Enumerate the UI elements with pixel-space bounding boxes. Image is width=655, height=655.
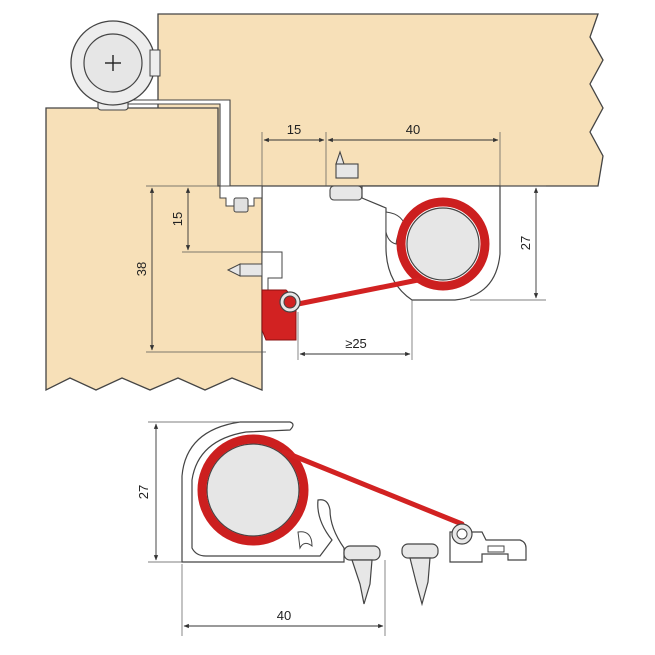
dim-min-gap: ≥25 (345, 336, 367, 351)
dim-profile-width: 40 (406, 122, 420, 137)
bottom-seal-cord (281, 449, 465, 527)
dim-profile-height-top: 27 (518, 236, 533, 250)
screw-cross-icon (105, 55, 121, 71)
bottom-clip-eye-inner (456, 528, 468, 540)
dim-profile-width-bottom: 40 (277, 608, 291, 623)
bottom-seal-ring (197, 434, 309, 546)
top-assembly: 15 40 15 38 27 ≥25 (45, 13, 604, 392)
hinge-clip (219, 185, 263, 207)
dim-profile-height-bottom: 27 (136, 485, 151, 499)
dim-door-height: 38 (134, 262, 149, 276)
top-nail (329, 150, 363, 201)
dimension-lines-bottom (148, 421, 386, 636)
bottom-detail: 27 40 (136, 421, 527, 636)
frame-nail (226, 263, 263, 277)
dim-hinge-depth: 15 (170, 212, 185, 226)
dim-gap-width: 15 (287, 122, 301, 137)
bottom-nail-left (343, 545, 381, 605)
top-seal-cord (295, 277, 421, 307)
dimension-lines-top (146, 132, 546, 360)
hinge-screw (233, 197, 249, 213)
top-seal-ring (396, 197, 490, 291)
top-roller (406, 207, 480, 281)
bottom-roller (206, 443, 300, 537)
bottom-profile-hook (297, 531, 313, 550)
frame-clip-eye-inner (283, 295, 297, 309)
bottom-seal-profile (181, 421, 345, 563)
bottom-nail-right (401, 543, 439, 607)
bottom-clip-slot (487, 545, 505, 553)
